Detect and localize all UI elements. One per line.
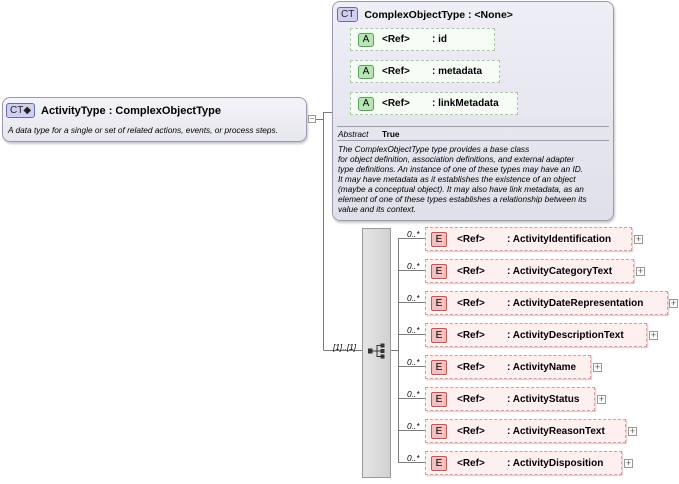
base-type-box[interactable]: CT ComplexObjectType : <None> A <Ref> : … <box>332 1 614 221</box>
divider <box>337 140 609 141</box>
element-cardinality: 0..* <box>407 229 420 239</box>
element-activity-reason-text[interactable]: E <Ref> : ActivityReasonText <box>425 419 626 443</box>
documentation-line: type definitions. An instance of one of … <box>338 164 584 174</box>
element-name: : ActivityStatus <box>507 393 580 405</box>
attribute-name: : id <box>432 34 447 45</box>
element-badge: E <box>431 455 447 471</box>
element-cardinality: 0..* <box>407 325 420 335</box>
element-cardinality: 0..* <box>407 421 420 431</box>
element-ref: <Ref> <box>457 233 485 245</box>
attribute-ref: <Ref> <box>382 66 410 77</box>
sequence-compositor[interactable] <box>362 228 391 478</box>
element-activity-name[interactable]: E <Ref> : ActivityName <box>425 355 591 379</box>
element-name: : ActivityName <box>507 361 577 373</box>
divider <box>337 126 609 127</box>
element-ref: <Ref> <box>457 361 485 373</box>
attribute-ref: <Ref> <box>382 34 410 45</box>
documentation-line: (maybe a conceptual object). It may also… <box>338 184 584 194</box>
documentation-line: value and its context. <box>338 204 416 214</box>
element-activity-status[interactable]: E <Ref> : ActivityStatus <box>425 387 595 411</box>
abstract-label: Abstract <box>338 129 369 139</box>
element-ref: <Ref> <box>457 457 485 469</box>
element-ref: <Ref> <box>457 425 485 437</box>
attribute-badge: A <box>358 64 374 79</box>
attribute-ref: <Ref> <box>382 98 410 109</box>
activity-type-header: CT◆ ActivityType : ComplexObjectType <box>6 102 221 119</box>
attribute-badge: A <box>358 96 374 111</box>
documentation-line: for object definition, association defin… <box>338 154 575 164</box>
attribute-name: : linkMetadata <box>432 98 499 109</box>
element-ref: <Ref> <box>457 297 485 309</box>
element-name: : ActivityDateRepresentation <box>507 297 644 309</box>
element-name: : ActivityCategoryText <box>507 265 613 277</box>
activity-type-documentation: A data type for a single or set of relat… <box>8 125 278 135</box>
plus-box-icon[interactable]: + <box>597 394 606 404</box>
plus-box-icon[interactable]: + <box>593 362 602 372</box>
element-badge: E <box>431 263 447 279</box>
element-ref: <Ref> <box>457 265 485 277</box>
complex-type-badge: CT◆ <box>6 103 36 118</box>
element-name: : ActivityDescriptionText <box>507 329 624 341</box>
element-activity-date-representation[interactable]: E <Ref> : ActivityDateRepresentation <box>425 291 668 315</box>
element-badge: E <box>431 327 447 343</box>
minus-box-icon[interactable]: − <box>308 114 316 123</box>
abstract-value: True <box>382 129 400 139</box>
element-ref: <Ref> <box>457 329 485 341</box>
element-badge: E <box>431 391 447 407</box>
element-cardinality: 0..* <box>407 453 420 463</box>
element-activity-disposition[interactable]: E <Ref> : ActivityDisposition <box>425 451 622 475</box>
element-badge: E <box>431 423 447 439</box>
attribute-link-metadata[interactable]: A <Ref> : linkMetadata <box>350 92 518 115</box>
plus-box-icon[interactable]: + <box>624 458 633 468</box>
sequence-icon <box>368 343 385 359</box>
documentation-line: The ComplexObjectType type provides a ba… <box>338 144 530 154</box>
element-cardinality: 0..* <box>407 357 420 367</box>
element-activity-identification[interactable]: E <Ref> : ActivityIdentification <box>425 227 632 251</box>
activity-type-box[interactable]: CT◆ ActivityType : ComplexObjectType A d… <box>2 97 307 142</box>
documentation-line: element of one of these types establishe… <box>338 194 587 204</box>
element-badge: E <box>431 231 447 247</box>
complex-type-badge: CT <box>337 7 359 22</box>
sequence-cardinality: [1]..[1] <box>333 342 357 352</box>
element-activity-category-text[interactable]: E <Ref> : ActivityCategoryText <box>425 259 634 283</box>
element-badge: E <box>431 359 447 375</box>
activity-type-title: ActivityType : ComplexObjectType <box>41 104 221 117</box>
attribute-metadata[interactable]: A <Ref> : metadata <box>350 60 500 83</box>
element-name: : ActivityReasonText <box>507 425 605 437</box>
base-type-header: CT ComplexObjectType : <None> <box>337 7 513 22</box>
plus-box-icon[interactable]: + <box>649 330 658 340</box>
element-ref: <Ref> <box>457 393 485 405</box>
plus-box-icon[interactable]: + <box>628 426 637 436</box>
attribute-name: : metadata <box>432 66 483 77</box>
plus-box-icon[interactable]: + <box>636 266 645 276</box>
element-name: : ActivityIdentification <box>507 233 612 245</box>
plus-box-icon[interactable]: + <box>634 234 643 244</box>
attribute-badge: A <box>358 32 374 47</box>
attribute-id[interactable]: A <Ref> : id <box>350 28 495 51</box>
element-name: : ActivityDisposition <box>507 457 604 469</box>
element-cardinality: 0..* <box>407 261 420 271</box>
element-cardinality: 0..* <box>407 293 420 303</box>
element-activity-description-text[interactable]: E <Ref> : ActivityDescriptionText <box>425 323 647 347</box>
base-type-documentation: The ComplexObjectType type provides a ba… <box>338 144 613 214</box>
documentation-line: It may have metadata as it establishes t… <box>338 174 576 184</box>
plus-box-icon[interactable]: + <box>669 298 678 308</box>
element-cardinality: 0..* <box>407 389 420 399</box>
base-type-title: ComplexObjectType : <None> <box>364 8 513 21</box>
element-badge: E <box>431 295 447 311</box>
